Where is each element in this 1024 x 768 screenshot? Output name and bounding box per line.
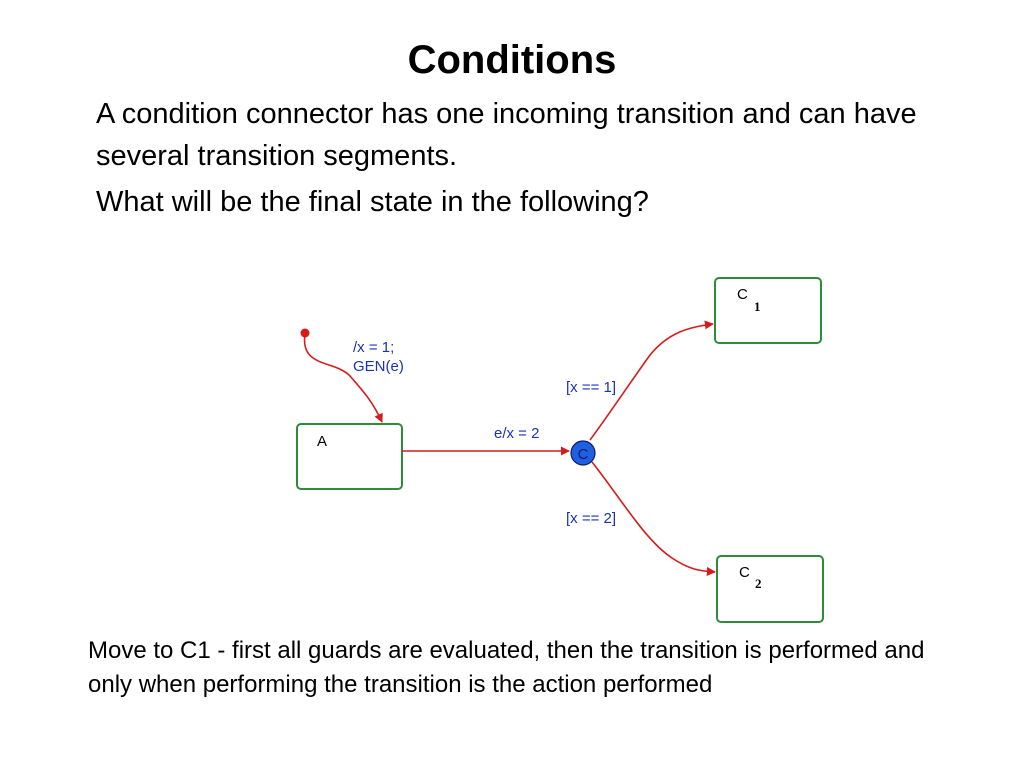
initial-pseudostate xyxy=(300,328,310,338)
state-c2-subscript: 2 xyxy=(755,576,762,591)
condition-connector xyxy=(570,440,596,466)
connector-label: C xyxy=(578,446,589,463)
slide-title: Conditions xyxy=(407,38,617,82)
state-c2-box xyxy=(716,555,824,623)
question-paragraph: What will be the final state in the foll… xyxy=(96,186,649,218)
state-c1-subscript: 1 xyxy=(754,299,761,314)
initial-action-line-2: GEN(e) xyxy=(353,358,404,375)
initial-action-line-1: /x = 1; xyxy=(353,339,394,356)
c2-guard-label: [x == 2] xyxy=(566,510,616,527)
c1-guard-label: [x == 1] xyxy=(566,379,616,396)
state-c2-letter: C xyxy=(739,564,750,581)
initial-transition xyxy=(303,333,383,423)
state-c1-letter: C xyxy=(737,286,748,303)
transition-to-c1 xyxy=(589,320,714,441)
a-to-connector-label: e/x = 2 xyxy=(494,425,539,442)
state-a-box xyxy=(296,423,403,490)
state-a-label: A xyxy=(317,433,327,450)
state-c1-box xyxy=(714,277,822,344)
intro-paragraph: A condition connector has one incoming t… xyxy=(96,98,917,172)
answer-paragraph: Move to C1 - first all guards are evalua… xyxy=(88,637,925,698)
transition-to-c2 xyxy=(591,461,716,576)
